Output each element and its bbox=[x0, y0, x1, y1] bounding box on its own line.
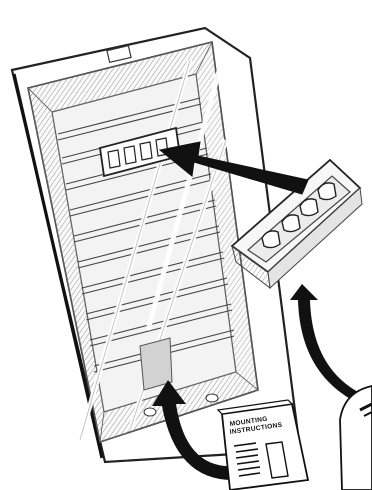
mounting-instructions-booklet-icon: MOUNTING INSTRUCTIONS bbox=[218, 400, 308, 490]
foot-right bbox=[206, 394, 218, 402]
partial-device bbox=[340, 386, 372, 490]
foot-left bbox=[144, 408, 156, 416]
tray-curve-arrow bbox=[290, 284, 358, 400]
